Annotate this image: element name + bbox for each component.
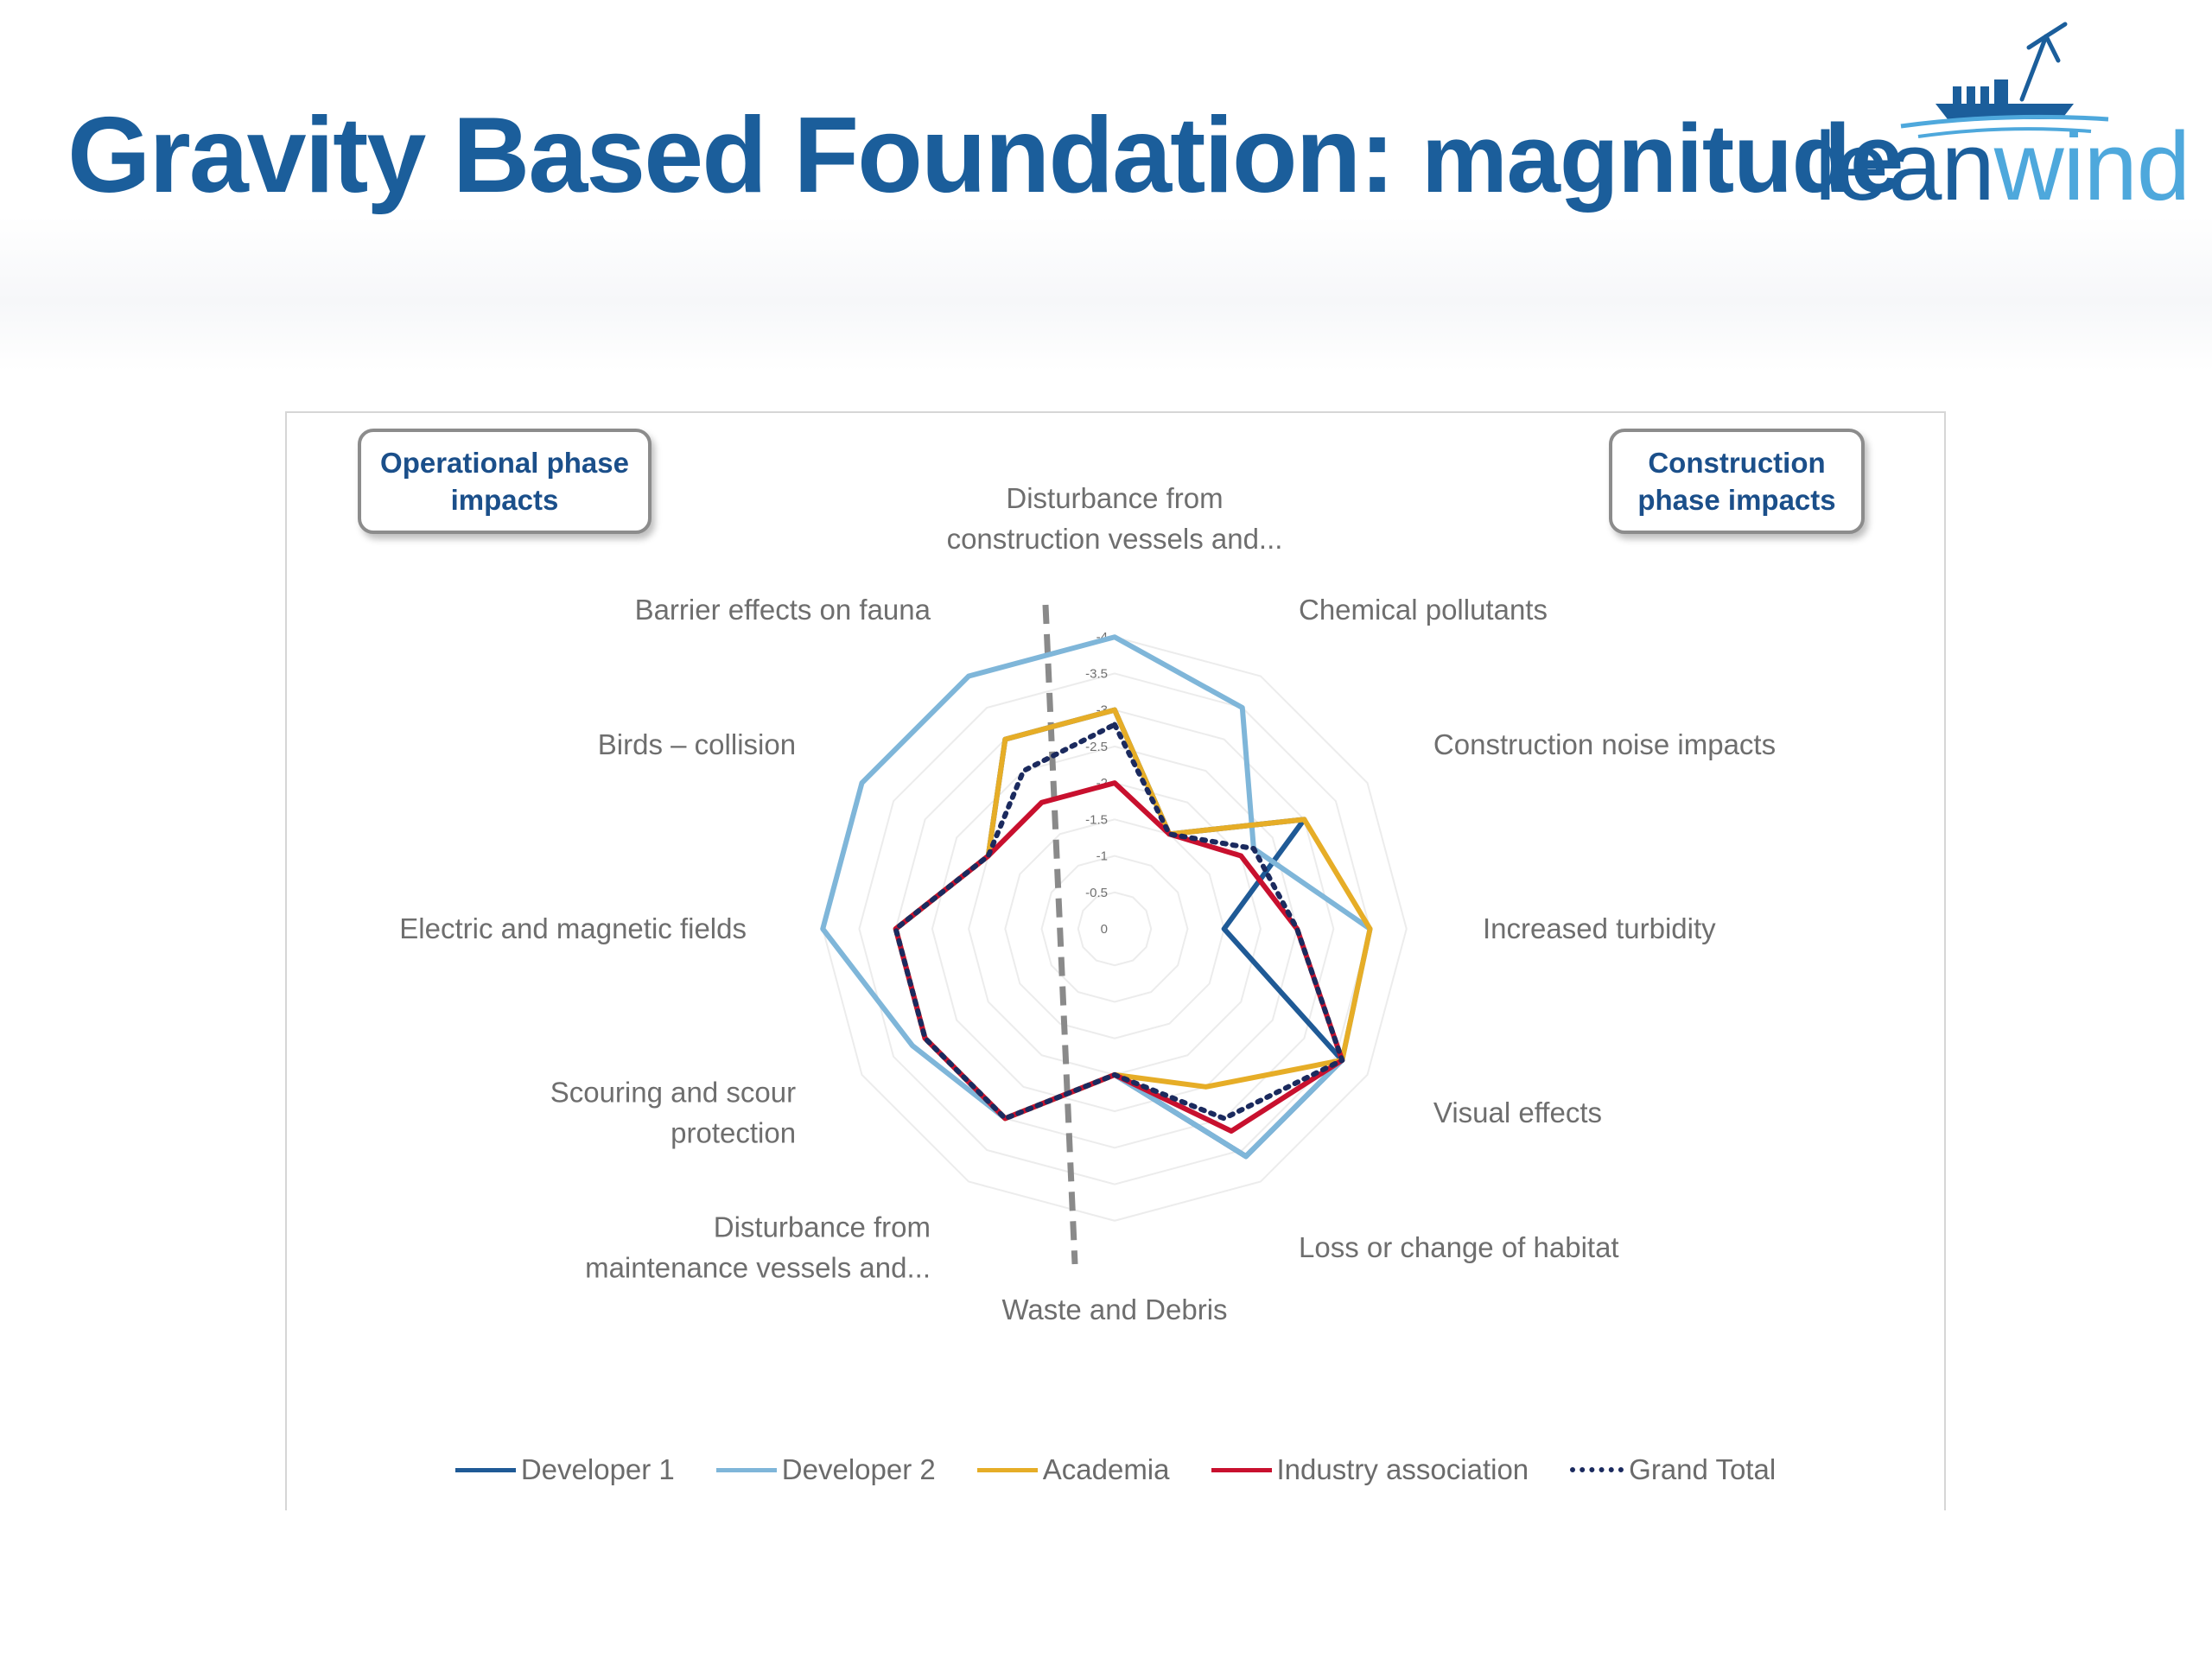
radial-tick-label: -3.5 (1085, 666, 1108, 681)
series-line-developer-1 (893, 707, 1345, 1160)
slide-title-main: Gravity Based Foundation: (67, 96, 1395, 215)
category-label-line: Chemical pollutants (1299, 594, 1548, 626)
logo-lean: lean (1815, 112, 1995, 220)
category-label: Loss or change of habitat (1299, 1231, 1619, 1263)
grid-ring (1077, 891, 1153, 967)
legend-swatch (454, 1467, 516, 1472)
ship-turbine-logo-icon (1900, 22, 2109, 138)
legend-swatch (1570, 1467, 1624, 1472)
category-label: Chemical pollutants (1299, 594, 1548, 626)
grid-ring (1040, 855, 1189, 1003)
legend-item: Grand Total (1570, 1453, 1776, 1486)
category-label-line: Disturbance from (1006, 482, 1223, 514)
series-line-grand-total (893, 721, 1345, 1122)
category-label-line: Scouring and scour (550, 1077, 796, 1109)
legend-label: Developer 2 (781, 1453, 936, 1485)
legend-swatch (1211, 1467, 1272, 1472)
series-line-academia (893, 707, 1373, 1122)
category-label: Electric and magnetic fields (399, 912, 747, 944)
legend-swatch (976, 1467, 1038, 1472)
slide-title: Gravity Based Foundation: magnitude (67, 91, 1904, 224)
construction-phase-label: Construction phase impacts (1609, 429, 1865, 534)
radial-tick-label: -0.5 (1085, 886, 1108, 900)
category-label-line: Barrier effects on fauna (635, 594, 931, 626)
category-label: Increased turbidity (1483, 912, 1716, 944)
legend-item: Academia (976, 1453, 1170, 1486)
legend-item: Developer 2 (715, 1453, 936, 1486)
radial-tick-label: -1.5 (1085, 812, 1108, 827)
category-label: Barrier effects on fauna (635, 594, 931, 626)
grid-ring (858, 672, 1371, 1185)
slide-title-sub: magnitude (1421, 105, 1904, 213)
category-label-line: protection (671, 1117, 796, 1149)
category-label-line: Visual effects (1433, 1096, 1602, 1128)
category-label-line: construction vessels and... (947, 523, 1283, 555)
legend-item: Developer 1 (454, 1453, 675, 1486)
leanwind-logo: leanwind (1815, 111, 2190, 223)
category-label: Disturbance from construction vessels and… (947, 482, 1283, 555)
category-label: Construction noise impacts (1433, 728, 1776, 760)
category-label-line: Birds – collision (598, 728, 796, 760)
category-label: Visual effects (1433, 1096, 1602, 1128)
legend-swatch (715, 1467, 777, 1472)
chart-legend: Developer 1 Developer 2 Academia Industry a… (287, 1448, 1944, 1491)
legend-label: Academia (1042, 1453, 1170, 1485)
legend-item: Industry association (1211, 1453, 1529, 1486)
category-label-line: maintenance vessels and... (585, 1251, 931, 1283)
category-label-line: Increased turbidity (1483, 912, 1716, 944)
category-label: Disturbance from maintenance vessels and.… (585, 1211, 931, 1283)
header-band (0, 216, 2212, 372)
phase-divider-line (1042, 604, 1078, 1265)
category-label-line: Waste and Debris (1001, 1294, 1227, 1325)
logo-wind: wind (1993, 112, 2190, 220)
category-label: Birds – collision (598, 728, 796, 760)
category-label: Waste and Debris (1001, 1294, 1227, 1325)
category-label-line: Disturbance from (714, 1211, 931, 1243)
radial-tick-label: 0 (1101, 922, 1108, 937)
grid-ring (1004, 818, 1225, 1039)
category-label-line: Loss or change of habitat (1299, 1231, 1619, 1263)
radial-tick-label: -2.5 (1085, 740, 1108, 754)
category-label-line: Electric and magnetic fields (399, 912, 747, 944)
category-label-line: Construction noise impacts (1433, 728, 1776, 760)
operational-phase-label: Operational phase impacts (358, 429, 652, 534)
legend-label: Developer 1 (520, 1453, 675, 1485)
legend-label: Industry association (1276, 1453, 1529, 1485)
radial-tick-label: -1 (1096, 849, 1108, 864)
grid-ring (931, 745, 1299, 1113)
category-label: Scouring and scour protection (550, 1077, 796, 1149)
legend-label: Grand Total (1629, 1453, 1777, 1485)
